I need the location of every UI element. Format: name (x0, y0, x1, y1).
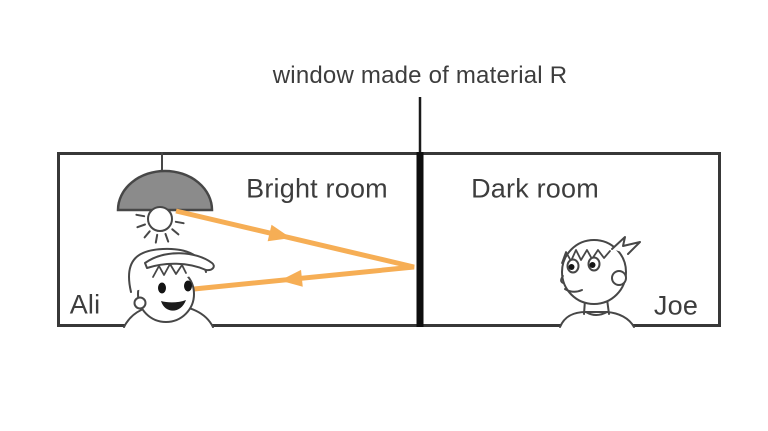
window-material-label: window made of material R (272, 62, 568, 89)
rooms-outline (57, 152, 721, 327)
joe-hair-fringe (561, 249, 611, 264)
joe-nose (560, 275, 564, 284)
light-ray-reflected-arrow (280, 269, 303, 287)
ali-mouth (161, 300, 186, 311)
light-bulb-icon (147, 206, 173, 232)
joe-hair-spike (611, 236, 641, 255)
ali-boy-figure (123, 247, 215, 328)
joe-boy-figure (559, 236, 641, 328)
joe-name-label: Joe (653, 290, 699, 321)
joe-mouth (564, 288, 583, 293)
light-rays (175, 208, 415, 292)
ali-hair-fringe (152, 263, 187, 278)
joe-collar (585, 311, 608, 316)
bright-room-label: Bright room (246, 173, 388, 204)
light-ray-incident-arrow (267, 224, 291, 242)
ali-cap-brim (144, 252, 215, 272)
joe-left-pupil (568, 264, 575, 270)
ali-left-eye (158, 282, 166, 294)
light-ray-path (175, 208, 415, 292)
ceiling-lamp-icon (116, 152, 214, 244)
window-divider-bar (416, 152, 424, 327)
joe-ear (611, 270, 627, 286)
dark-room-label: Dark room (471, 173, 599, 204)
lamp-shade (116, 169, 214, 212)
joe-right-pupil (589, 262, 596, 268)
ali-name-label: Ali (69, 289, 101, 320)
bulb-rays (135, 213, 185, 244)
ali-right-eye (184, 280, 192, 292)
joe-shoulders (559, 311, 635, 328)
ali-ear (133, 296, 147, 310)
